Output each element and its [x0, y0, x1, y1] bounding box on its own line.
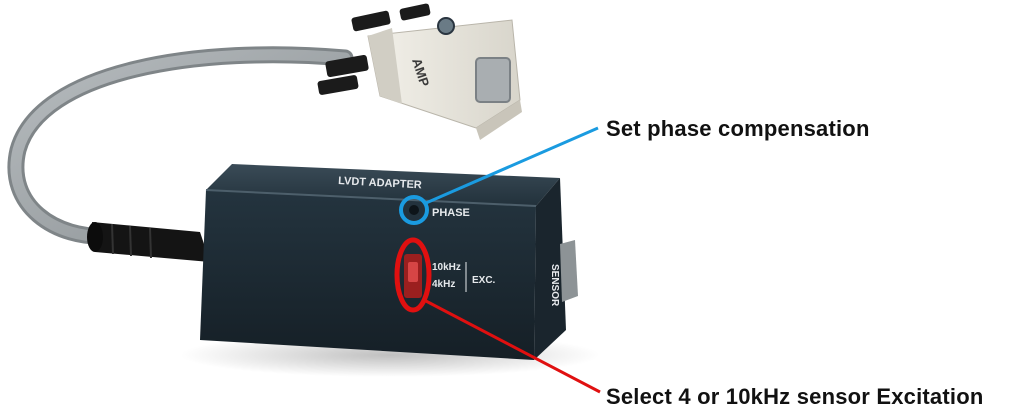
- dsub-connector: AMP: [317, 3, 522, 140]
- phase-label: PHASE: [432, 207, 470, 219]
- phase-highlight-circle: [399, 195, 429, 225]
- excitation-label: EXC.: [472, 275, 496, 286]
- freq-low-label: 4kHz: [432, 279, 455, 290]
- phase-callout: Set phase compensation: [606, 116, 870, 141]
- phase-pointer-line: [425, 126, 599, 205]
- adapter-enclosure: [200, 164, 578, 360]
- side-label: SENSOR: [549, 264, 560, 307]
- device-label: LVDT ADAPTER: [338, 175, 422, 191]
- strain-relief: [87, 222, 210, 262]
- freq-high-label: 10kHz: [432, 262, 461, 273]
- excitation-callout: Select 4 or 10kHz sensor Excitation: [606, 384, 984, 409]
- cable-highlight: [10, 49, 351, 242]
- excitation-pointer-line: [423, 298, 601, 394]
- excitation-highlight-ellipse: [394, 237, 432, 313]
- sensor-connector: [560, 240, 578, 302]
- phase-trimpot: [409, 205, 419, 215]
